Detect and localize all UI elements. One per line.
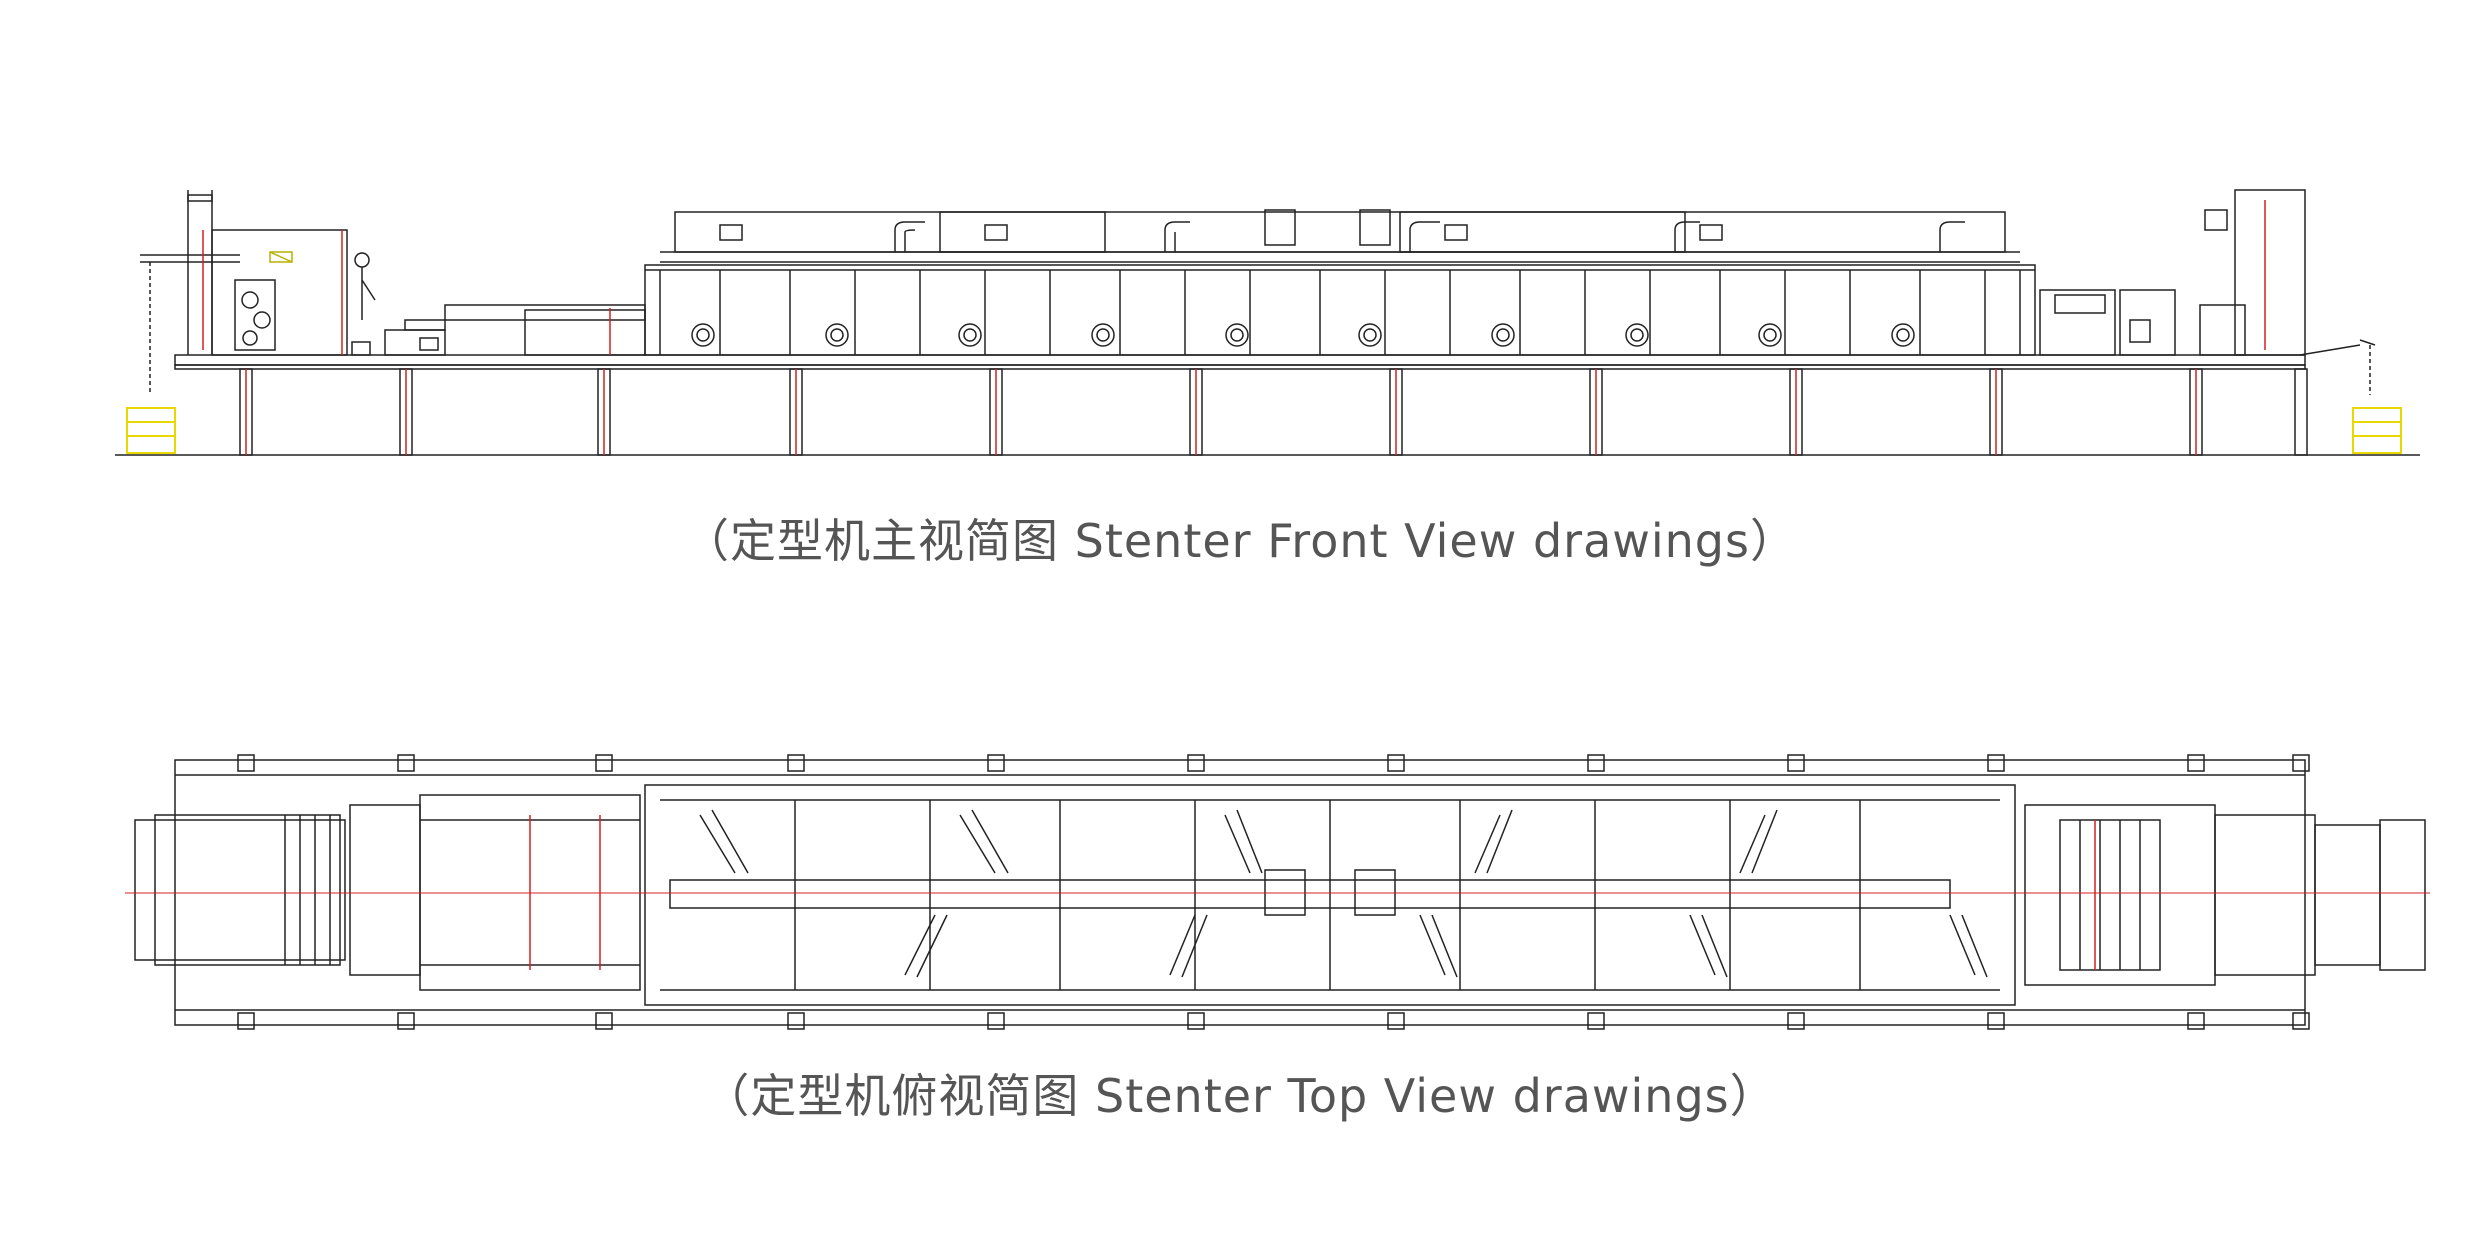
oven-chambers [645, 265, 2035, 355]
fabric-cart-right [2353, 408, 2401, 453]
front-view-caption: （定型机主视简图 Stenter Front View drawings） [683, 514, 1797, 568]
stenter-front-view-drawing [0, 170, 2480, 470]
exhaust-housing [660, 210, 2020, 262]
exit-section-top [2025, 805, 2425, 985]
oven-top [645, 785, 2015, 1005]
top-view-caption: （定型机俯视简图 Stenter Top View drawings） [703, 1069, 1777, 1123]
main-platform [175, 355, 2305, 365]
feeding-unit [140, 190, 645, 395]
fabric-cart-left [127, 408, 175, 453]
column-markers [238, 755, 2309, 1029]
stenter-top-view-drawing [0, 745, 2480, 1045]
support-legs [240, 369, 2307, 455]
exit-unit [2040, 190, 2375, 395]
